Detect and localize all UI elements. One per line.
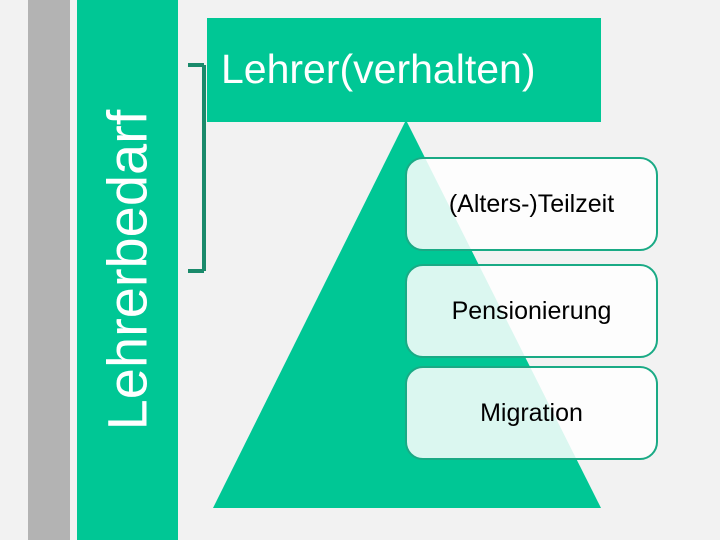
decorative-green-bar bbox=[77, 0, 178, 540]
callout-box-teilzeit[interactable]: (Alters-)Teilzeit bbox=[405, 157, 658, 251]
callout-label: (Alters-)Teilzeit bbox=[448, 189, 615, 218]
vertical-bracket-icon bbox=[186, 63, 208, 273]
callout-label: Pensionierung bbox=[451, 296, 612, 325]
callout-box-migration[interactable]: Migration bbox=[405, 366, 658, 460]
heading-box: Lehrer(verhalten) bbox=[207, 18, 601, 122]
callout-label: Migration bbox=[480, 398, 583, 427]
page-title: Lehrer(verhalten) bbox=[221, 46, 536, 93]
callout-box-pensionierung[interactable]: Pensionierung bbox=[405, 264, 658, 358]
decorative-gray-bar bbox=[28, 0, 70, 540]
